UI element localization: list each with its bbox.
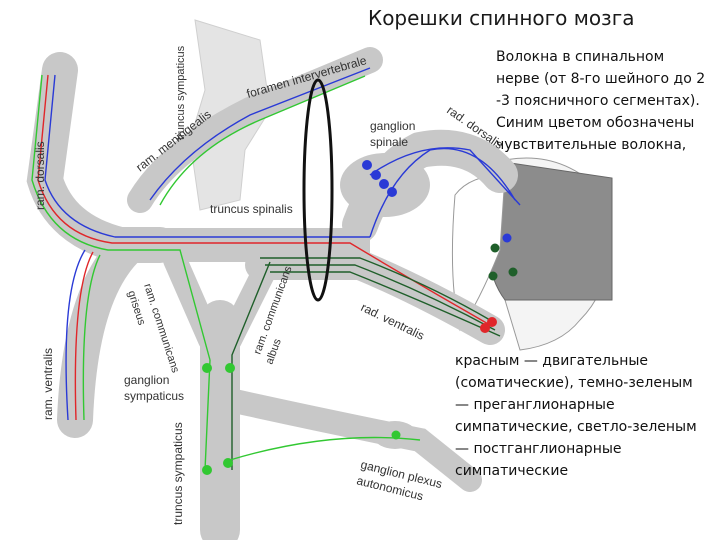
caption-top: Волокна в спинальном нерве (от 8-го шейн…: [496, 49, 706, 153]
motor-neurons: [480, 317, 497, 333]
foramen-ring: [302, 78, 334, 302]
ram-ventralis-band: [57, 227, 148, 438]
label-truncus-sympaticus-bottom: truncus sympaticus: [171, 422, 185, 525]
sensory-neurons: [362, 160, 512, 243]
label-ram-ventralis: ram. ventralis: [41, 348, 55, 420]
label-truncus-sympaticus-top: truncus sympaticus: [175, 45, 187, 140]
caption-bottom: красным — двигательные (соматические), т…: [455, 353, 697, 479]
sensory-fibers: [44, 67, 521, 421]
label-ganglion-sympaticus-1: ganglion: [124, 373, 169, 387]
label-ganglion-spinale-2: spinale: [370, 135, 408, 149]
preganglionic-fibers: [231, 257, 501, 470]
label-ram-dorsalis-left: ram. dorsalis: [33, 141, 47, 210]
ganglion-plexus-band: [218, 388, 482, 492]
postganglionic-neurons: [202, 363, 401, 475]
label-ganglion-spinale-1: ganglion: [370, 119, 415, 133]
label-ram-comm-griseus-1: ram. communicans: [141, 282, 181, 375]
label-truncus-spinalis: truncus spinalis: [210, 202, 293, 216]
page-title: Корешки спинного мозга: [368, 6, 635, 30]
label-ganglion-sympaticus-2: sympaticus: [124, 389, 184, 403]
preganglionic-neurons: [488, 243, 518, 281]
ram-meningealis-band: [127, 47, 383, 213]
motor-fibers: [37, 74, 491, 421]
